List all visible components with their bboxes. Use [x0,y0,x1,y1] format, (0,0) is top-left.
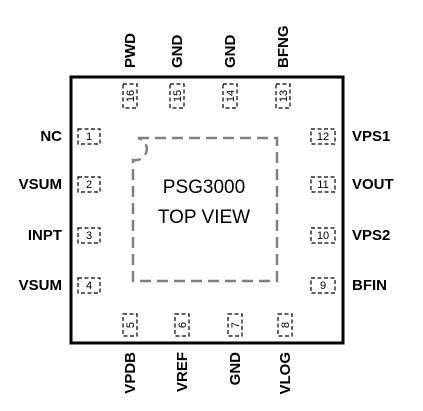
pin-pad-3 [77,227,101,244]
pin-number-1: 1 [86,131,92,143]
pin-pad-4 [77,277,101,294]
pin-pad-2 [77,176,101,193]
pin-number-13: 13 [278,90,290,102]
pin-label-12: VPS1 [352,128,390,145]
pin-number-12: 12 [317,131,329,143]
pin-label-16: PWD [122,33,139,68]
pin-label-1: NC [40,128,62,145]
pin-label-6: VREF [174,352,191,392]
pin-pad-8 [277,313,293,337]
pin-pad-14 [222,83,238,109]
pin-label-5: VPDB [122,352,139,394]
part-number-label: PSG3000 [163,177,245,198]
view-label: TOP VIEW [158,207,250,228]
pin-label-11: VOUT [352,176,394,193]
pin-pad-7 [227,313,243,337]
pin-number-15: 15 [172,90,184,102]
pin-number-2: 2 [86,179,92,191]
pin-pad-1 [77,128,101,145]
pin-number-9: 9 [320,280,326,292]
pin-pad-5 [122,313,138,337]
pin-label-10: VPS2 [352,227,390,244]
pin-number-14: 14 [225,90,237,102]
pin-label-7: GND [227,352,244,386]
pin-pad-6 [174,313,190,337]
pin-label-4: VSUM [19,277,62,294]
pin-number-8: 8 [280,322,292,328]
pin-label-2: VSUM [19,176,62,193]
pin-number-3: 3 [86,230,92,242]
pin-label-9: BFIN [352,277,387,294]
pin-label-8: VLOG [277,352,294,395]
pin-number-7: 7 [230,322,242,328]
pin-number-16: 16 [125,90,137,102]
package-body [69,75,345,345]
pin-number-10: 10 [317,230,329,242]
pin-number-11: 11 [317,179,328,191]
pin-label-15: GND [169,35,186,69]
exposed-pad [131,136,279,283]
pin-number-6: 6 [177,322,189,328]
pin-pad-16 [122,83,138,109]
pin-number-4: 4 [86,280,92,292]
pin-label-3: INPT [28,227,62,244]
pin-label-13: BFNG [275,26,292,69]
pin-pad-15 [169,83,185,109]
pin-number-5: 5 [125,322,137,328]
pin-pad-13 [275,83,291,109]
pin-label-14: GND [222,35,239,69]
